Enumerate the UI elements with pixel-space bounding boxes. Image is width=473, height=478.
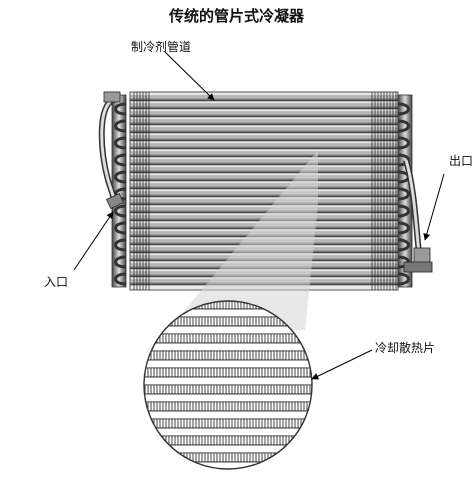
fin-band <box>144 401 312 412</box>
tube-row <box>129 111 399 118</box>
tube-band <box>144 342 312 352</box>
u-bend <box>114 238 127 252</box>
diagram-title: 传统的管片式冷凝器 <box>168 7 304 25</box>
tube-row <box>129 135 399 142</box>
tube-row <box>129 191 399 198</box>
cooling-fin-arrow <box>311 349 373 380</box>
tube-band <box>144 461 312 469</box>
u-bend <box>397 136 410 150</box>
tube-row <box>129 175 399 182</box>
fin-band <box>144 384 312 395</box>
u-bend <box>397 204 410 218</box>
left-header <box>98 91 127 288</box>
magnified-fin-view <box>143 300 313 470</box>
u-bend <box>397 272 410 286</box>
u-bend <box>397 221 410 235</box>
tube-band <box>144 376 312 386</box>
u-bend <box>397 187 410 201</box>
inlet-arrow <box>73 211 114 271</box>
tube-row <box>129 199 399 206</box>
cooling-fin-label: 冷却散热片 <box>375 341 436 355</box>
right-header <box>397 94 433 288</box>
tube-band <box>144 410 312 420</box>
tube-row <box>129 143 399 150</box>
fin-bands <box>133 92 397 290</box>
u-bend <box>114 221 127 235</box>
fin-band <box>144 452 312 463</box>
tube-band <box>144 393 312 403</box>
u-bend <box>114 153 127 167</box>
u-bend <box>114 119 127 133</box>
tube-row <box>129 151 399 158</box>
u-bend <box>397 119 410 133</box>
tube-band <box>144 427 312 437</box>
u-bend <box>397 238 410 252</box>
u-bend <box>114 255 127 269</box>
u-bend <box>114 102 127 116</box>
inlet-label: 入口 <box>44 275 69 289</box>
refrigerant-tube-leader <box>164 51 215 101</box>
u-bend <box>114 272 127 286</box>
fin-band <box>144 418 312 429</box>
outlet-label: 出口 <box>449 154 473 168</box>
tube-band <box>144 359 312 369</box>
tube-row <box>129 159 399 166</box>
tube-row <box>129 119 399 126</box>
tube-row <box>129 103 399 110</box>
u-bend <box>114 136 127 150</box>
fin-band <box>144 367 312 378</box>
fin-band <box>144 333 312 344</box>
magnification-cone <box>160 150 318 340</box>
tube-row <box>129 127 399 134</box>
refrigerant-tube-label: 制冷剂管道 <box>131 40 192 54</box>
u-bend <box>114 170 127 184</box>
outlet-arrow <box>423 173 445 241</box>
tube-row <box>129 167 399 174</box>
fin-band <box>144 350 312 361</box>
u-bend <box>114 204 127 218</box>
tube-row <box>129 95 399 102</box>
u-bend <box>397 102 410 116</box>
tube-row <box>129 207 399 214</box>
tube-band <box>144 444 312 454</box>
tube-row <box>129 183 399 190</box>
